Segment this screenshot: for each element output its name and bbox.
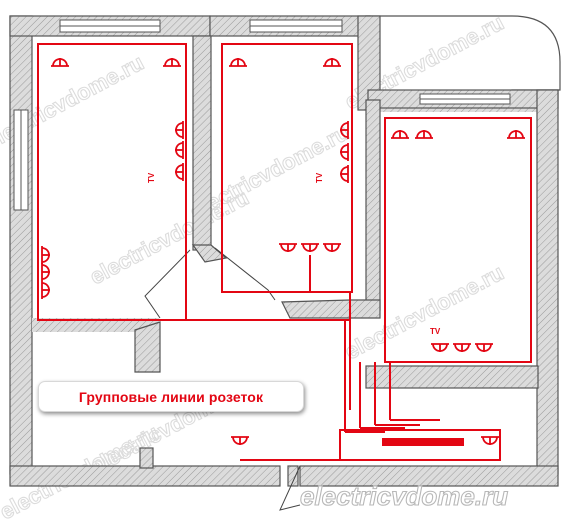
socket-icon [506,129,526,139]
socket-icon [174,120,184,140]
watermark-text: electricvdome.ru [86,185,253,290]
socket-icon [228,57,248,67]
socket-icon [390,129,410,139]
watermark-footer: electricvdome.ru [300,481,508,511]
socket-icon [230,436,250,446]
caption-text: Групповые линии розеток [78,388,264,405]
socket-icon [322,57,342,67]
tv-label: TV [430,327,441,336]
socket-icon [174,140,184,160]
caption-box: Групповые линии розеток [38,381,304,412]
socket-icon [174,162,184,182]
socket-icon [50,57,70,67]
tv-label: TV [147,172,156,183]
socket-icon [452,343,472,353]
watermarks: electricvdome.ru electricvdome.ru electr… [0,9,508,523]
socket-icon [480,436,500,446]
tv-labels: TV TV TV [147,172,441,336]
socket-icon [339,164,349,184]
socket-icon [430,343,450,353]
socket-icon [41,245,51,265]
socket-icon [278,243,298,253]
socket-icon [322,243,342,253]
socket-icon [300,243,320,253]
socket-icon [474,343,494,353]
socket-icon [41,280,51,300]
socket-icon [41,262,51,282]
doors [144,247,301,511]
windows [13,19,511,211]
socket-icon [414,129,434,139]
socket-icon [162,57,182,67]
distribution-panel [339,429,501,461]
tv-label: TV [315,172,324,183]
